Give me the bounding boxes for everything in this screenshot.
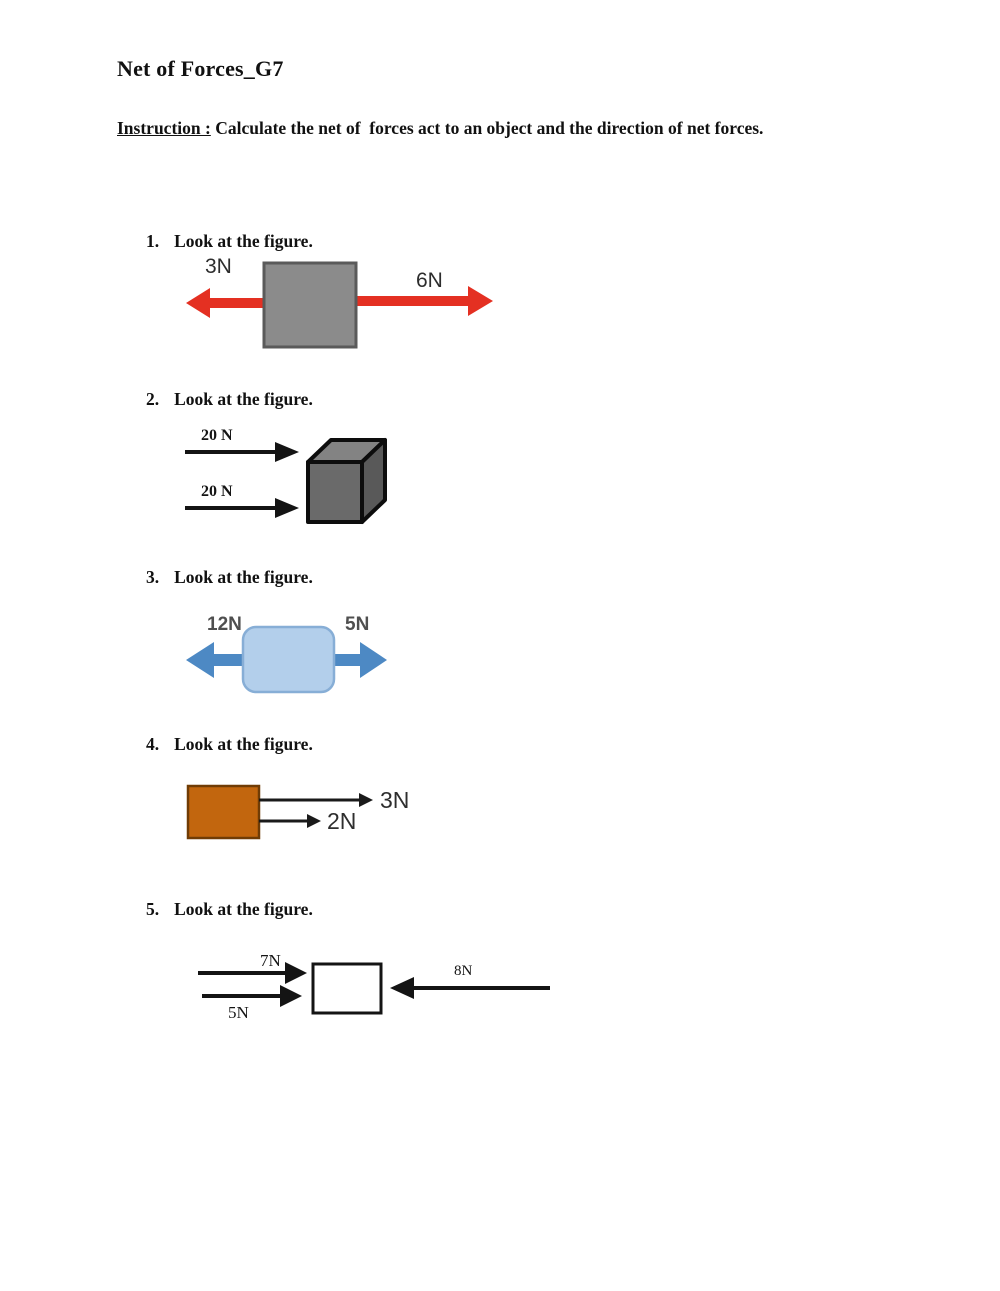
instruction-label: Instruction :	[117, 118, 211, 138]
fig4-top-force-arrow	[259, 793, 373, 807]
figure-3-drawing	[186, 625, 387, 694]
figure-2: 20 N 20 N	[175, 420, 415, 540]
item-4-heading: 4. Look at the figure.	[146, 734, 313, 755]
figure-5: 7N 5N 8N	[190, 950, 560, 1035]
fig4-bottom-force-label: 2N	[327, 808, 357, 834]
fig4-bottom-force-arrow	[259, 814, 321, 828]
figure-1: 3N 6N	[180, 255, 500, 355]
fig3-object-box	[241, 625, 336, 694]
figure-1-drawing	[186, 261, 493, 349]
figure-4-drawing	[186, 784, 373, 840]
fig5-top-force-label: 7N	[260, 951, 281, 970]
fig4-top-force-label: 3N	[380, 787, 410, 813]
page-title: Net of Forces_G7	[117, 56, 284, 81]
fig5-right-force-label: 8N	[454, 963, 473, 979]
fig5-bottom-force-arrow	[202, 985, 302, 1007]
item-3-heading: 3. Look at the figure.	[146, 567, 313, 588]
fig1-left-force-arrow	[186, 288, 266, 318]
item-5-number: 5.	[146, 899, 160, 919]
fig2-top-force-arrow	[185, 442, 299, 462]
fig1-left-force-label: 3N	[205, 255, 232, 278]
fig3-left-force-arrow	[186, 642, 280, 678]
fig5-top-force-arrow	[198, 962, 307, 984]
fig1-right-force-label: 6N	[416, 269, 443, 292]
fig5-object-box	[311, 962, 383, 1015]
fig2-bottom-force-arrow	[185, 498, 299, 518]
fig3-right-force-arrow	[330, 642, 387, 678]
figure-5-drawing	[198, 962, 550, 1015]
instruction-text: Calculate the net of forces act to an ob…	[210, 118, 764, 138]
fig5-bottom-force-label: 5N	[228, 1003, 249, 1022]
fig2-cube-front-face	[306, 460, 364, 524]
item-2-heading: 2. Look at the figure.	[146, 389, 313, 410]
item-1-heading: 1. Look at the figure.	[146, 231, 313, 252]
item-2-text: Look at the figure.	[174, 389, 313, 409]
figure-2-drawing	[185, 438, 387, 524]
item-1-text: Look at the figure.	[174, 231, 313, 251]
item-1-number: 1.	[146, 231, 160, 251]
fig4-object-box	[186, 784, 261, 840]
item-3-number: 3.	[146, 567, 160, 587]
item-3-text: Look at the figure.	[174, 567, 313, 587]
fig2-top-force-label: 20 N	[201, 427, 233, 444]
fig3-right-force-label: 5N	[345, 614, 370, 635]
fig1-right-force-arrow	[356, 286, 493, 316]
item-5-heading: 5. Look at the figure.	[146, 899, 313, 920]
item-4-text: Look at the figure.	[174, 734, 313, 754]
fig3-left-force-label: 12N	[207, 614, 242, 635]
fig1-object-box	[262, 261, 358, 349]
item-2-number: 2.	[146, 389, 160, 409]
figure-3: 12N 5N	[180, 610, 410, 705]
fig5-right-force-arrow	[390, 977, 550, 999]
instruction-paragraph: Instruction : Calculate the net of force…	[117, 115, 847, 141]
figure-4: 3N 2N	[185, 780, 425, 850]
fig2-bottom-force-label: 20 N	[201, 483, 233, 500]
item-4-number: 4.	[146, 734, 160, 754]
item-5-text: Look at the figure.	[174, 899, 313, 919]
